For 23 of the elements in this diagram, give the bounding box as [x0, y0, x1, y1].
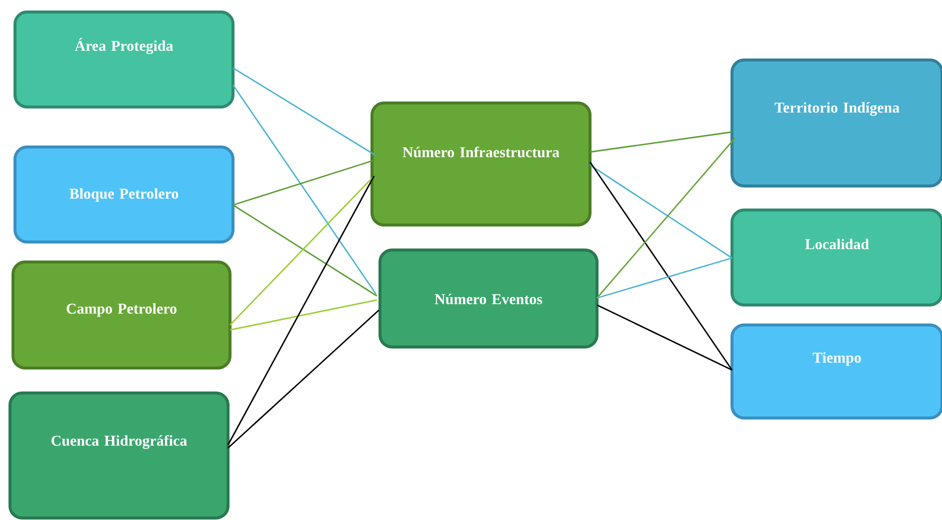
category-box: Número Infraestructura [370, 102, 592, 226]
category-box: Cuenca Hidrográfica [8, 392, 230, 520]
connector-line [230, 299, 378, 331]
connector-line [227, 176, 375, 446]
category-box: Localidad [730, 208, 942, 306]
connector-line [590, 164, 732, 259]
connector-line [589, 162, 733, 370]
connector-line [590, 131, 732, 153]
connector-line [232, 84, 377, 294]
connector-line [596, 138, 736, 298]
category-box: Territorio Indígena [730, 58, 942, 188]
connector-line [596, 257, 732, 299]
category-box: Tiempo [730, 324, 942, 420]
connector-line [232, 67, 376, 156]
category-box: Área Protegida [14, 10, 234, 108]
category-box: Número Eventos [378, 248, 598, 348]
connector-line [596, 304, 732, 371]
category-box: Campo Petrolero [12, 260, 232, 370]
category-box: Bloque Petrolero [14, 146, 234, 244]
connector-line [232, 159, 376, 206]
connector-line [228, 309, 380, 449]
connector-line [230, 176, 375, 326]
connector-line [232, 204, 378, 297]
